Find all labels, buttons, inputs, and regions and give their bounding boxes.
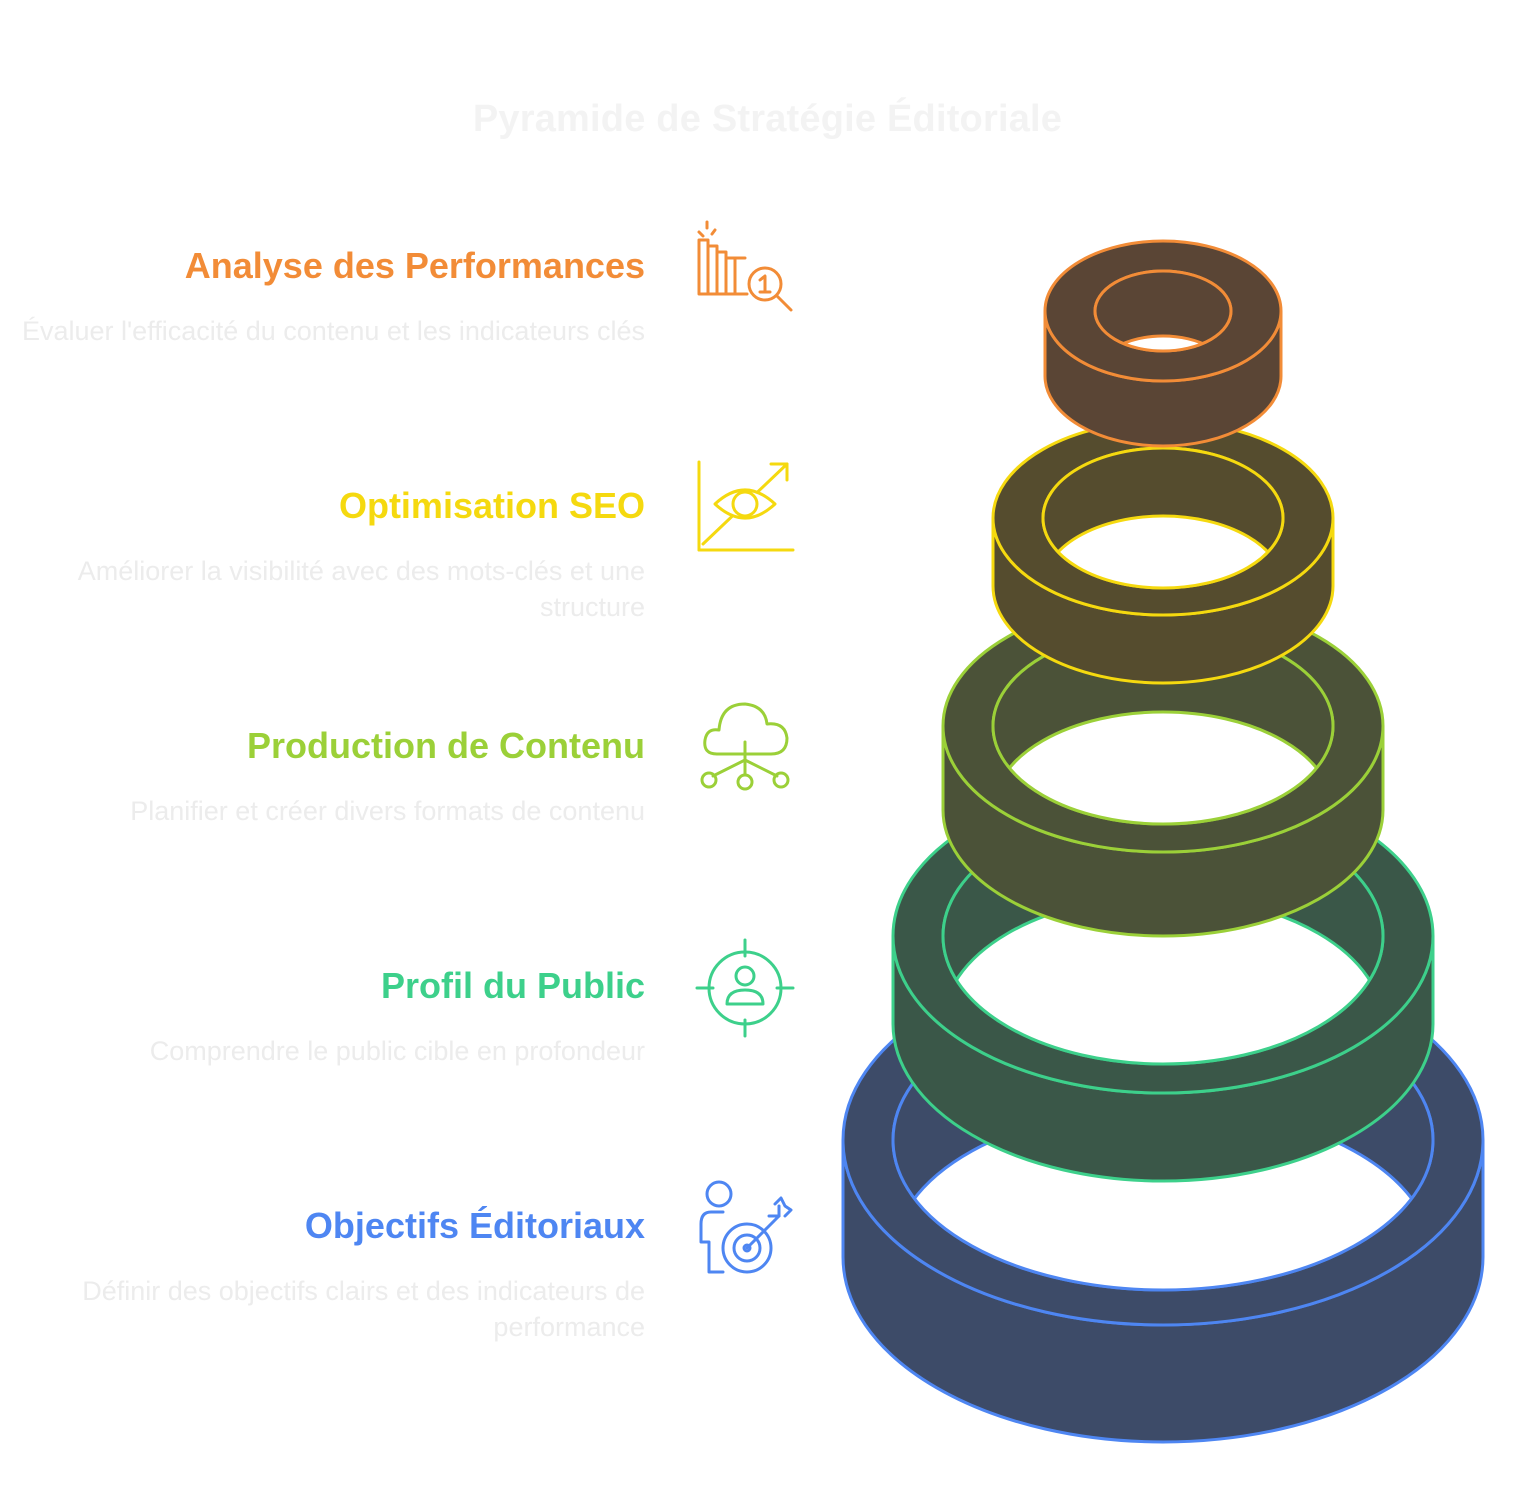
level-production-de-contenu: Production de Contenu Planifier et créer… xyxy=(0,722,645,829)
ring-analyse-des-performances xyxy=(1043,239,1283,448)
performance-analysis-icon xyxy=(695,218,795,318)
level-optimisation-seo: Optimisation SEO Améliorer la visibilité… xyxy=(0,482,645,625)
level-profil-du-public: Profil du Public Comprendre le public ci… xyxy=(0,962,645,1069)
level-description: Définir des objectifs clairs et des indi… xyxy=(82,1276,645,1342)
level-title: Analyse des Performances xyxy=(184,245,645,286)
cloud-network-icon xyxy=(695,698,795,798)
ring-optimisation-seo xyxy=(991,419,1335,685)
level-description: Planifier et créer divers formats de con… xyxy=(130,796,645,826)
level-objectifs-editoriaux: Objectifs Éditoriaux Définir des objecti… xyxy=(0,1202,645,1345)
level-description: Évaluer l'efficacité du contenu et les i… xyxy=(21,316,645,346)
level-description: Comprendre le public cible en profondeur xyxy=(149,1036,645,1066)
page-title: Pyramide de Stratégie Éditoriale xyxy=(472,98,1063,140)
person-target-goal-icon xyxy=(695,1178,795,1278)
seo-eye-growth-icon xyxy=(695,458,795,558)
level-analyse-des-performances: Analyse des Performances Évaluer l'effic… xyxy=(0,242,645,349)
ring-inner-bottom xyxy=(1043,514,1283,588)
ring-inner-bottom xyxy=(1095,334,1231,351)
level-title: Production de Contenu xyxy=(247,725,645,766)
level-title: Optimisation SEO xyxy=(338,485,645,526)
ring-inner-bottom xyxy=(993,710,1333,824)
level-description: Améliorer la visibilité avec des mots-cl… xyxy=(77,556,645,622)
ring-inner-edge xyxy=(1093,269,1233,353)
level-title: Profil du Public xyxy=(380,965,645,1006)
level-title: Objectifs Éditoriaux xyxy=(304,1205,645,1246)
audience-target-icon xyxy=(695,938,795,1038)
ring-production-de-contenu xyxy=(941,598,1385,938)
ring-inner-edge xyxy=(1041,446,1285,590)
